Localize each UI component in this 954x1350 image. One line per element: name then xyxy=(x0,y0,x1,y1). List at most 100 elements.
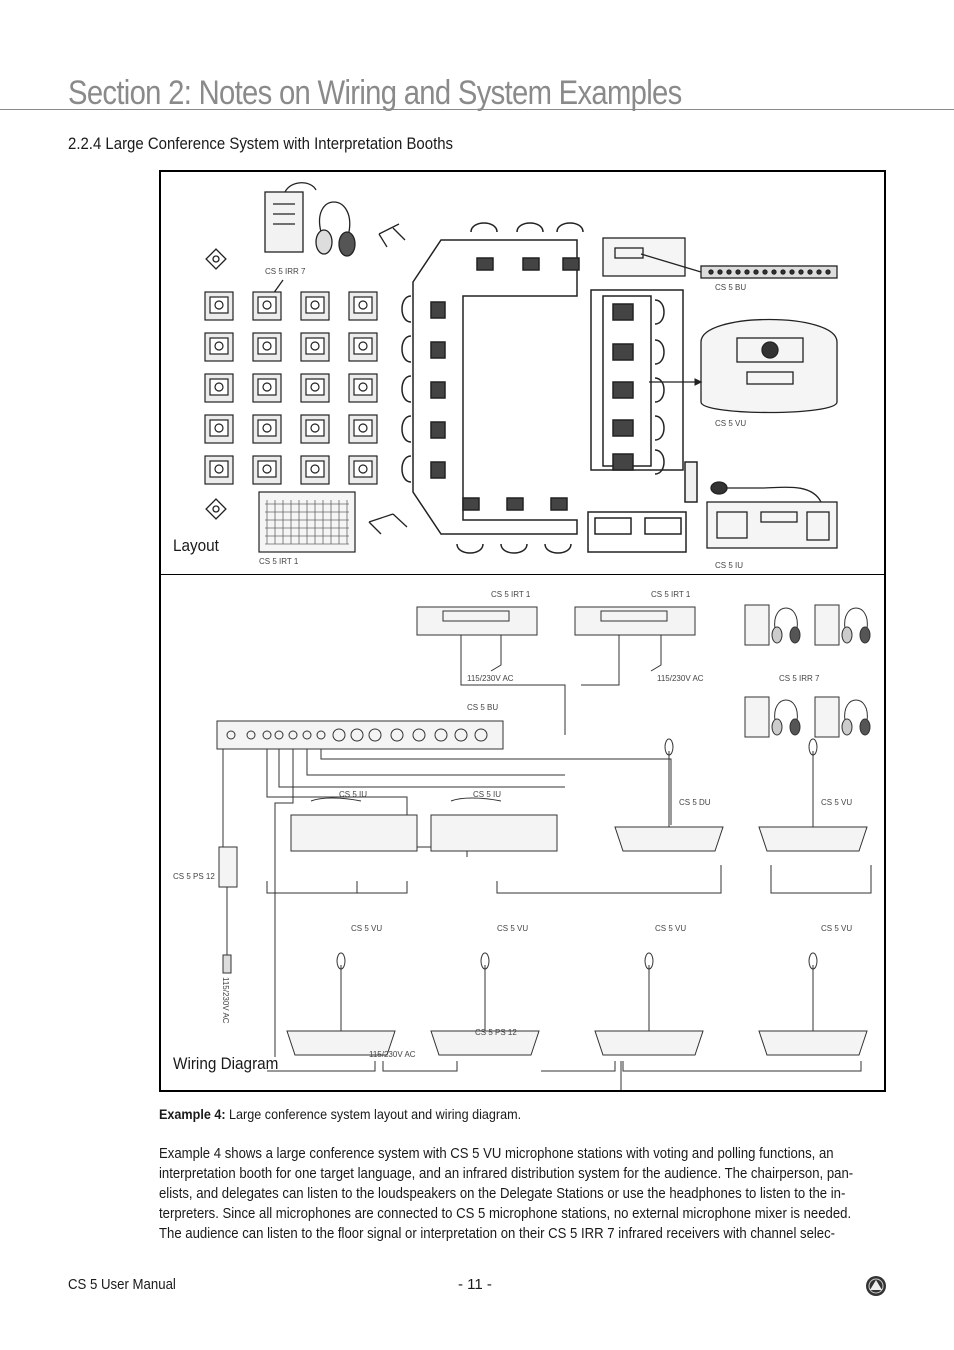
delegate-unit-icon xyxy=(476,257,494,271)
chair-icon xyxy=(456,543,484,554)
wiring-irt1-left xyxy=(416,606,538,636)
chair-icon xyxy=(654,449,665,475)
connector-icon xyxy=(302,730,312,740)
audience-seat-icon xyxy=(252,373,282,403)
ir-radiator-icon-top xyxy=(205,248,227,270)
wiring-vu-1-label: CS 5 VU xyxy=(351,924,382,933)
wiring-vu-3-label: CS 5 VU xyxy=(655,924,686,933)
delegate-unit-icon xyxy=(550,497,568,511)
connector-icon xyxy=(412,728,426,742)
interpreter-unit-icon xyxy=(612,453,634,471)
connector-icon xyxy=(316,730,326,740)
audience-seat-icon xyxy=(204,414,234,444)
chair-icon xyxy=(654,377,665,403)
delegate-unit-icon xyxy=(522,257,540,271)
audience-seat-icon xyxy=(252,332,282,362)
body-line: interpretation booth for one target lang… xyxy=(159,1166,854,1182)
section-title: Section 2: Notes on Wiring and System Ex… xyxy=(68,74,682,112)
audience-seat-icon xyxy=(348,414,378,444)
wiring-ac-vertical-label: 115/230V AC xyxy=(221,977,230,1024)
irr7-receiver-icon xyxy=(814,696,871,738)
wiring-vu-4-label: CS 5 VU xyxy=(821,924,852,933)
connector-icon xyxy=(226,730,236,740)
connector-icon xyxy=(350,728,364,742)
wiring-du-label: CS 5 DU xyxy=(679,798,711,807)
audience-seat-icon xyxy=(300,455,330,485)
caption-text: Large conference system layout and wirin… xyxy=(229,1106,522,1122)
body-line: Example 4 shows a large conference syste… xyxy=(159,1146,834,1162)
wiring-iu-right-label: CS 5 IU xyxy=(473,790,501,799)
connector-icon xyxy=(262,730,272,740)
chair-icon xyxy=(500,543,528,554)
caption-label: Example 4: xyxy=(159,1106,226,1122)
chair-icon xyxy=(401,335,412,363)
connector-icon xyxy=(434,728,448,742)
wiring-vu-2-label: CS 5 VU xyxy=(497,924,528,933)
audience-seat-icon xyxy=(300,291,330,321)
layout-irt1-label: CS 5 IRT 1 xyxy=(259,557,299,566)
wiring-ps12-bottom-label: CS 5 PS 12 xyxy=(475,1028,517,1037)
audience-seats xyxy=(204,291,378,485)
delegate-station-icon xyxy=(594,952,704,1056)
delegate-station-icon xyxy=(758,738,868,852)
audience-seat-icon xyxy=(300,414,330,444)
body-line: The audience can listen to the floor sig… xyxy=(159,1226,836,1242)
connector-icon xyxy=(332,728,346,742)
irr7-receiver-icon xyxy=(264,182,356,257)
interpreter-unit-icon xyxy=(612,303,634,321)
chair-icon xyxy=(544,543,572,554)
delegate-station-icon xyxy=(286,952,396,1056)
conference-table xyxy=(401,222,584,554)
akg-logo-icon xyxy=(866,1276,886,1296)
chair-icon xyxy=(556,222,584,233)
chair-icon xyxy=(470,222,498,233)
wiring-irt1-left-label: CS 5 IRT 1 xyxy=(491,590,531,599)
delegate-unit-icon xyxy=(430,381,446,399)
connector-icon xyxy=(288,730,298,740)
subsection-title: 2.2.4 Large Conference System with Inter… xyxy=(68,134,454,153)
wiring-irt1-right-label: CS 5 IRT 1 xyxy=(651,590,691,599)
bu-rack-unit xyxy=(602,237,838,279)
audience-seat-icon xyxy=(204,373,234,403)
wiring-iu-right xyxy=(430,814,558,852)
chair-icon xyxy=(401,295,412,323)
connector-icon xyxy=(390,728,404,742)
wiring-bu-unit xyxy=(216,720,504,750)
delegate-unit-icon xyxy=(462,497,480,511)
chair-icon xyxy=(654,299,665,325)
interpreter-unit-icon xyxy=(612,381,634,399)
delegate-unit-icon xyxy=(430,301,446,319)
audience-seat-icon xyxy=(348,332,378,362)
irr7-receiver-icon xyxy=(814,604,871,646)
delegate-unit-icon xyxy=(562,257,580,271)
audience-seat-icon xyxy=(300,373,330,403)
wiring-diagram: CS 5 IRT 1 CS 5 IRT 1 115/230V AC 115/23… xyxy=(173,590,872,1090)
delegate-station-icon xyxy=(758,952,868,1056)
wiring-ac-right-label: 115/230V AC xyxy=(657,674,704,683)
ir-signal-arrows-top xyxy=(378,223,406,248)
footer-page-number: - 11 - xyxy=(458,1276,492,1293)
audience-seat-icon xyxy=(252,414,282,444)
figure-caption: Example 4: Large conference system layou… xyxy=(159,1106,521,1122)
body-paragraph: Example 4 shows a large conference syste… xyxy=(159,1144,886,1244)
chair-icon xyxy=(401,455,412,483)
chair-icon xyxy=(654,339,665,365)
iu-interpreter-unit xyxy=(706,481,838,549)
audience-seat-icon xyxy=(348,373,378,403)
layout-diagram: CS 5 IRR 7 CS 5 IRT 1 xyxy=(204,182,838,570)
wiring-ps12-left-label: CS 5 PS 12 xyxy=(173,872,215,881)
chair-icon xyxy=(516,222,544,233)
delegate-station-icon xyxy=(614,738,724,852)
connector-icon xyxy=(368,728,382,742)
audience-seat-icon xyxy=(204,291,234,321)
interpretation-booth xyxy=(587,289,698,553)
wiring-diagram-label: Wiring Diagram xyxy=(173,1054,279,1073)
wiring-ps12-left xyxy=(218,846,238,888)
interpreter-unit-icon xyxy=(612,343,634,361)
audience-seat-icon xyxy=(348,455,378,485)
wiring-iu-left xyxy=(290,814,418,852)
audience-seat-icon xyxy=(252,291,282,321)
irt1-transmitter-icon xyxy=(258,491,356,553)
layout-label: Layout xyxy=(173,536,219,555)
layout-irr7-label: CS 5 IRR 7 xyxy=(265,267,306,276)
